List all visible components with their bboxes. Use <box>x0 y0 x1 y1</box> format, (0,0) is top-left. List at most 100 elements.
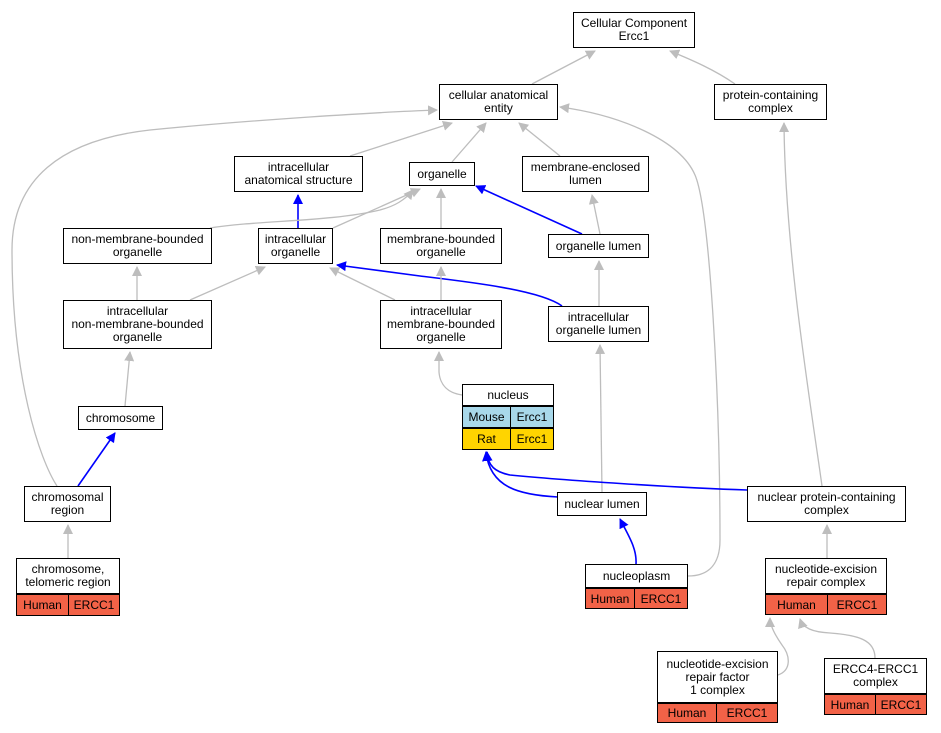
edge-is-a-intracellular-membrane-bounded-organelle-to-intracellular-organelle <box>329 267 396 301</box>
edge-is-a-organelle-lumen-to-membrane-enclosed-lumen <box>588 194 601 235</box>
edge-part-of-intracellular-organelle-lumen-to-intracellular-organelle <box>336 261 563 307</box>
annotation-gene-cell: Ercc1 <box>510 428 554 450</box>
node-label-line: lumen <box>569 173 602 187</box>
node-label-line: complex <box>853 675 898 689</box>
node-label-line: nuclear lumen <box>564 496 640 511</box>
node-label-line: organelle <box>416 245 466 259</box>
edge-is-a-nucleoplasm-to-cellular-anatomical-entity <box>559 103 721 577</box>
edge-is-a-intracellular-anatomical-structure-to-cellular-anatomical-entity <box>349 121 453 157</box>
node-chromosome[interactable]: chromosome <box>78 406 163 430</box>
edge-is-a-chromosomal-region-to-cellular-anatomical-entity <box>11 105 438 487</box>
annotation-gene-cell: ERCC1 <box>634 588 688 609</box>
annotation-species-cell: Rat <box>462 428 511 450</box>
node-label-line: intracellular <box>264 232 327 246</box>
node-label-line: complex <box>804 503 849 517</box>
edge-part-of-chromosomal-region-to-chromosome <box>77 432 116 487</box>
node-label-line: nucleotide-excision <box>774 562 878 576</box>
edge-is-a-ercc4-ercc1-to-ner-complex <box>798 618 876 659</box>
node-label-line: nuclear protein-containing <box>757 490 896 504</box>
annotation-gene-cell: Ercc1 <box>510 406 554 428</box>
edge-is-a-cellular-anatomical-entity-to-root <box>531 50 596 85</box>
node-label-line: repair complex <box>786 575 866 589</box>
node-label-line: Ercc1 <box>618 29 650 43</box>
node-label-line: intracellular <box>567 310 630 324</box>
node-organelle-lumen[interactable]: organelle lumen <box>548 234 649 258</box>
edge-part-of-organelle-lumen-to-organelle <box>475 185 583 235</box>
edge-is-a-nuclear-lumen-to-intracellular-organelle-lumen <box>595 344 606 493</box>
node-label-line: membrane-bounded <box>386 317 496 331</box>
node-label-line: complex <box>748 101 793 115</box>
node-nuclear-lumen[interactable]: nuclear lumen <box>557 492 647 516</box>
edge-is-a-ner-factor-1-to-ner-complex <box>765 617 789 676</box>
node-label-line: chromosome <box>85 410 156 425</box>
node-label-line: anatomical structure <box>244 173 353 187</box>
node-label-line: non-membrane-bounded <box>71 317 204 331</box>
edge-is-a-membrane-enclosed-lumen-to-cellular-anatomical-entity <box>518 122 561 157</box>
annotation-gene-cell: ERCC1 <box>68 594 120 616</box>
edge-is-a-organelle-to-cellular-anatomical-entity <box>451 122 487 163</box>
edge-is-a-protein-containing-complex-to-root <box>669 49 736 85</box>
node-label-line: membrane-bounded <box>386 232 496 246</box>
node-label-line: membrane-enclosed <box>530 160 641 174</box>
node-label-line: entity <box>484 101 513 115</box>
annotation-gene-cell: ERCC1 <box>827 594 887 615</box>
edge-part-of-nucleoplasm-to-nuclear-lumen <box>619 518 637 565</box>
annotation-species-cell: Human <box>585 588 635 609</box>
node-label-line: organelle <box>112 330 163 344</box>
node-label-line: organelle lumen <box>555 323 642 337</box>
edge-is-a-non-membrane-bounded-organelle-to-organelle <box>209 189 414 229</box>
node-label-line: intracellular <box>410 304 472 318</box>
node-label-line: intracellular <box>106 304 169 318</box>
node-label-line: nucleotide-excision <box>666 656 769 671</box>
node-label-line: intracellular <box>267 160 330 174</box>
annotation-species-cell: Human <box>765 594 828 615</box>
node-organelle[interactable]: organelle <box>409 162 475 186</box>
annotation-gene-cell: ERCC1 <box>716 703 778 723</box>
node-label-line: repair factor <box>685 669 750 684</box>
node-telomeric-region[interactable]: chromosome,telomeric region <box>16 558 120 594</box>
node-label-line: organelle <box>270 245 321 259</box>
node-label-line: protein-containing <box>722 88 819 102</box>
node-label-line: organelle <box>416 330 466 344</box>
node-label-line: non-membrane-bounded <box>71 232 204 246</box>
node-nucleoplasm[interactable]: nucleoplasm <box>585 564 688 588</box>
edge-is-a-intracellular-organelle-to-organelle <box>332 188 421 229</box>
node-label-line: telomeric region <box>25 575 111 589</box>
node-label-line: nucleoplasm <box>602 568 671 583</box>
node-label-line: 1 complex <box>690 682 745 697</box>
node-label-line: cellular anatomical <box>448 88 549 102</box>
annotation-species-cell: Human <box>824 694 876 715</box>
node-label-line: ERCC4-ERCC1 <box>832 662 919 676</box>
node-label-line: region <box>50 503 85 517</box>
edge-part-of-nuclear-lumen-to-nucleus <box>482 451 559 498</box>
annotation-species-cell: Human <box>16 594 69 616</box>
node-nucleus[interactable]: nucleus <box>462 384 554 406</box>
annotation-species-cell: Mouse <box>462 406 511 428</box>
node-label-line: organelle <box>417 166 467 181</box>
annotation-species-cell: Human <box>657 703 717 723</box>
node-label-line: nucleus <box>487 387 529 402</box>
node-label-line: organelle <box>112 245 163 259</box>
node-label-line: chromosome, <box>31 562 105 576</box>
node-label-line: organelle lumen <box>555 238 642 253</box>
edge-is-a-nuclear-protein-containing-complex-to-protein-containing-complex <box>779 122 823 487</box>
edge-is-a-chromosome-to-intracellular-non-membrane-bounded-organelle <box>124 351 135 407</box>
annotation-gene-cell: ERCC1 <box>875 694 927 715</box>
